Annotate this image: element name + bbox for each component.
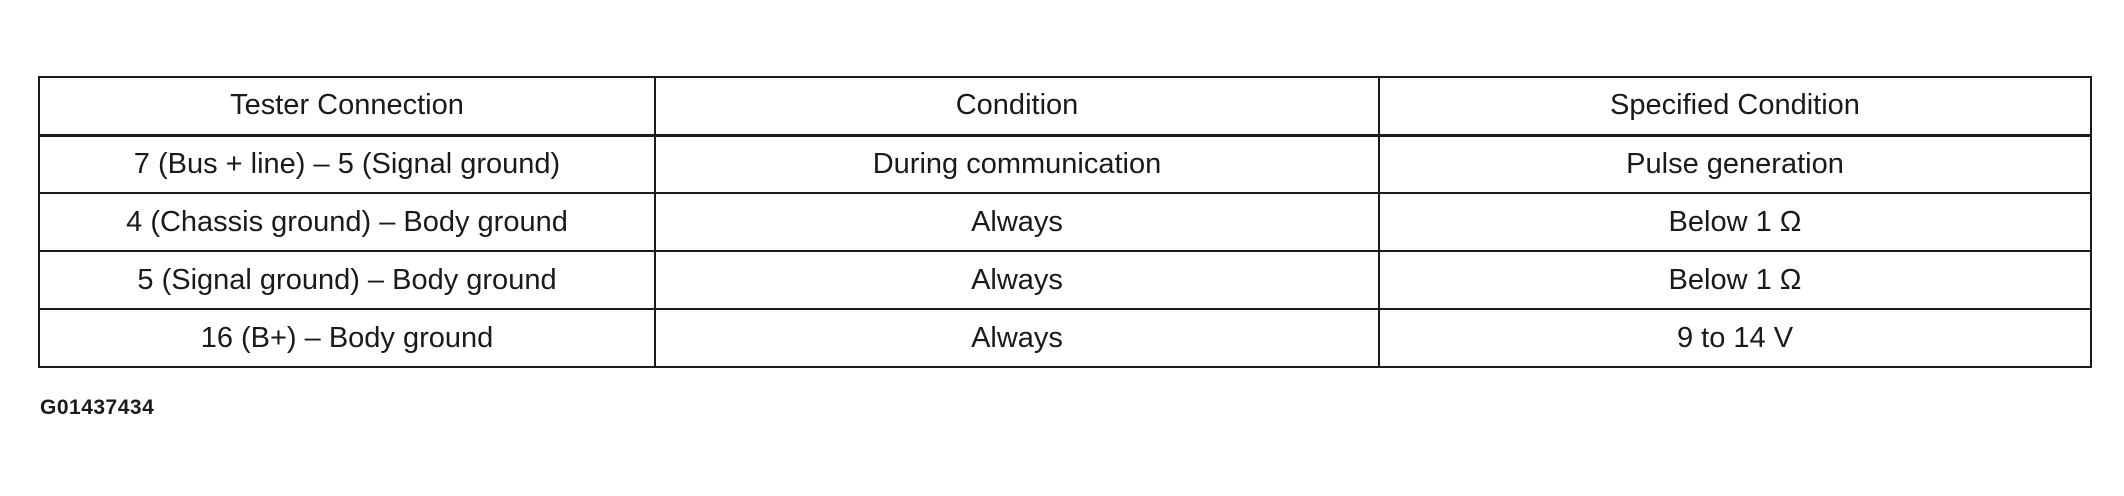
cell-specified-condition: Pulse generation: [1378, 134, 2092, 194]
cell-tester-connection: 4 (Chassis ground) – Body ground: [38, 192, 656, 252]
cell-tester-connection: 16 (B+) – Body ground: [38, 308, 656, 368]
cell-specified-condition: Below 1 Ω: [1378, 250, 2092, 310]
cell-condition: Always: [654, 308, 1380, 368]
header-specified-condition: Specified Condition: [1378, 76, 2092, 137]
header-tester-connection: Tester Connection: [38, 76, 656, 137]
header-condition: Condition: [654, 76, 1380, 137]
table-row: 4 (Chassis ground) – Body ground Always …: [38, 192, 2092, 252]
table-header-row: Tester Connection Condition Specified Co…: [38, 76, 2092, 137]
table-row: 16 (B+) – Body ground Always 9 to 14 V: [38, 308, 2092, 368]
cell-specified-condition: 9 to 14 V: [1378, 308, 2092, 368]
table-row: 7 (Bus + line) – 5 (Signal ground) Durin…: [38, 134, 2092, 194]
cell-tester-connection: 7 (Bus + line) – 5 (Signal ground): [38, 134, 656, 194]
table-row: 5 (Signal ground) – Body ground Always B…: [38, 250, 2092, 310]
cell-condition: Always: [654, 250, 1380, 310]
figure-id-label: G01437434: [40, 396, 155, 419]
cell-specified-condition: Below 1 Ω: [1378, 192, 2092, 252]
cell-condition: During communication: [654, 134, 1380, 194]
tester-connection-table: Tester Connection Condition Specified Co…: [38, 76, 2092, 368]
cell-condition: Always: [654, 192, 1380, 252]
cell-tester-connection: 5 (Signal ground) – Body ground: [38, 250, 656, 310]
